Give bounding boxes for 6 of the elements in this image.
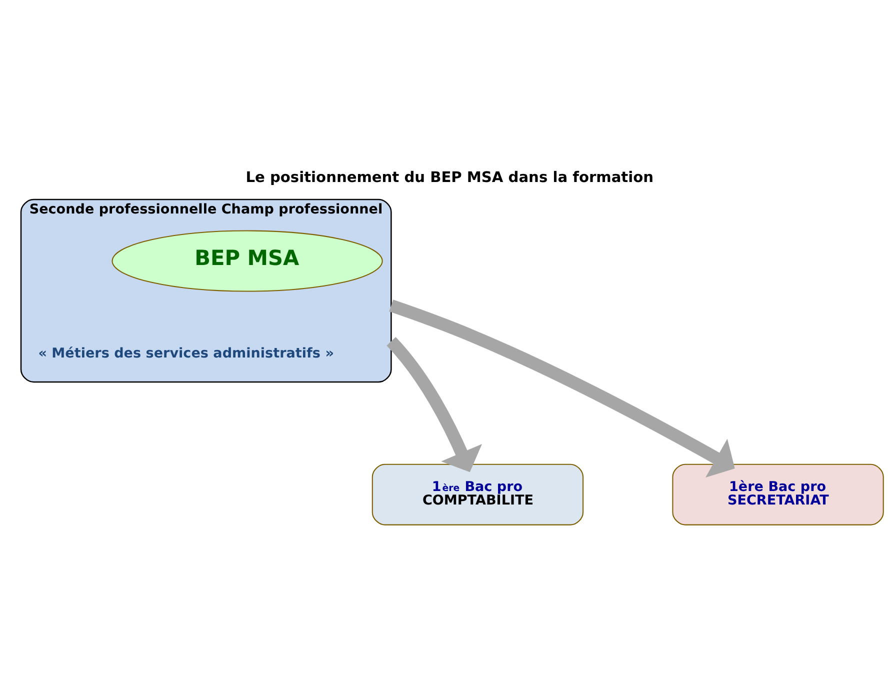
arrow [389, 299, 735, 477]
node-box: 1ère Bac pro COMPTABILITE [372, 463, 584, 525]
diagram-title: Le positionnement du BEP MSA dans la formation [246, 168, 654, 186]
node-box: 1ère Bac pro SECRETARIAT [672, 463, 884, 525]
arrow [386, 336, 482, 472]
node-ellipse: BEP MSA [112, 230, 383, 292]
